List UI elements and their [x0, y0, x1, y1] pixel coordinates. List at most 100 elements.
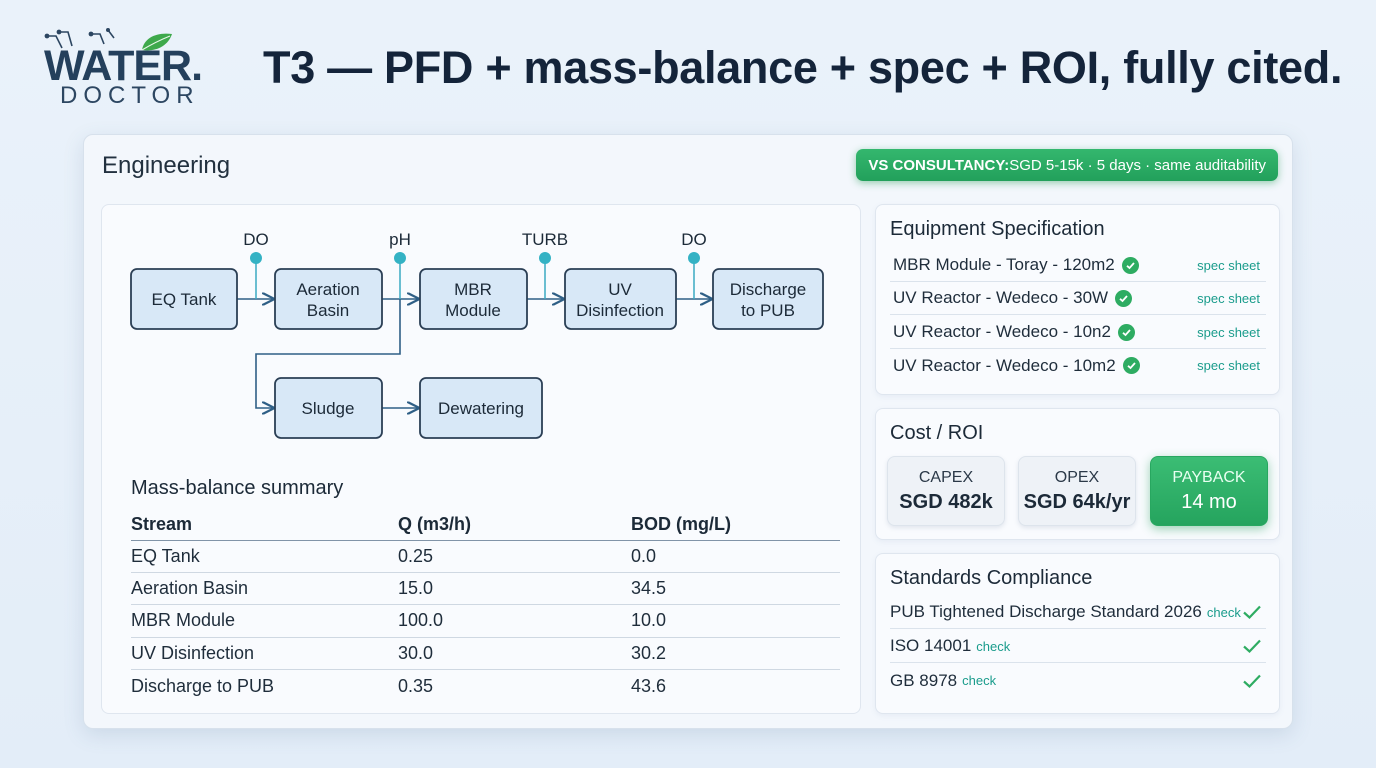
table-row: Discharge to PUB 0.35 43.6: [131, 670, 840, 702]
check-circle-icon: [1121, 256, 1139, 274]
logo-wordmark: WATER.: [44, 42, 203, 90]
capex-kpi: CAPEX SGD 482k: [887, 456, 1005, 526]
column-header: Q (m3/h): [398, 510, 631, 541]
equipment-item: UV Reactor - Wedeco - 10m2 spec sheet: [890, 349, 1266, 382]
column-header: Stream: [131, 510, 398, 541]
node-label: MBR: [454, 280, 492, 299]
pfd-panel: DO pH TURB DO EQ Tank Aeration Basin MBR…: [101, 204, 861, 714]
node-label: EQ Tank: [152, 290, 217, 309]
standard-item: PUB Tightened Discharge Standard 2026 ch…: [890, 596, 1266, 629]
node-label: Module: [445, 301, 501, 320]
circuit-icon: [44, 28, 115, 49]
sludge-return-line: [255, 299, 401, 408]
check-link[interactable]: check: [976, 638, 1011, 654]
table-row: MBR Module 100.0 10.0: [131, 604, 840, 638]
node-label: Dewatering: [438, 399, 524, 418]
node-uv-disinfection[interactable]: [564, 268, 677, 330]
page-headline: T3 — PFD + mass-balance + spec + ROI, fu…: [263, 42, 1343, 93]
table-cell: 15.0: [398, 572, 631, 606]
standards-compliance-card: Standards Compliance PUB Tightened Disch…: [875, 553, 1280, 714]
checkmark-icon: [1243, 674, 1261, 688]
check-circle-icon: [1122, 357, 1140, 374]
table-cell: 0.0: [631, 540, 840, 573]
table-row: UV Disinfection 30.0 30.2: [131, 637, 840, 671]
node-discharge[interactable]: [712, 268, 824, 330]
leaf-icon: [141, 33, 172, 51]
check-link[interactable]: check: [1206, 604, 1241, 620]
table-row: EQ Tank 0.25 0.0: [131, 540, 840, 573]
panel-title: Engineering: [102, 152, 231, 179]
table-cell: EQ Tank: [131, 540, 398, 573]
check-circle-icon: [1117, 323, 1135, 341]
node-label: UV: [608, 280, 632, 299]
table-header-row: Stream Q (m3/h) BOD (mg/L): [131, 510, 840, 541]
checkmark-icon: [1243, 605, 1261, 620]
water-doctor-logo: WATER. DOCTOR: [42, 28, 227, 110]
badge-text: SGD 5-15k · 5 days · same auditability: [1009, 156, 1266, 174]
table-cell: 0.35: [398, 675, 434, 696]
cost-roi-card: Cost / ROI CAPEX SGD 482k OPEX SGD 64k/y…: [875, 408, 1280, 540]
equipment-name: UV Reactor - Wedeco - 30W: [893, 288, 1109, 307]
table-cell: 30.2: [631, 637, 840, 671]
sensor-dot-ph: [394, 252, 406, 264]
spec-sheet-link[interactable]: spec sheet: [1197, 290, 1260, 306]
equipment-name: MBR Module - Toray - 120m2: [893, 255, 1115, 274]
node-eq-tank[interactable]: [130, 268, 238, 330]
standard-name: PUB Tightened Discharge Standard 2026: [890, 602, 1202, 621]
cost-roi-title: Cost / ROI: [890, 422, 984, 444]
node-label: to PUB: [741, 301, 795, 320]
kpi-label: OPEX: [1054, 469, 1100, 486]
node-mbr-module[interactable]: [419, 268, 528, 330]
logo-subtitle: DOCTOR: [60, 82, 200, 109]
payback-kpi: PAYBACK 14 mo: [1150, 456, 1268, 526]
sensor-dot-do-2: [688, 252, 700, 264]
opex-kpi: OPEX SGD 64k/yr: [1018, 456, 1136, 526]
process-flow-diagram: DO pH TURB DO EQ Tank Aeration Basin MBR…: [130, 230, 824, 439]
kpi-label: CAPEX: [918, 469, 974, 486]
checkmark-icon: [1243, 639, 1261, 654]
kpi-value: 14 mo: [1181, 491, 1237, 513]
check-link[interactable]: check: [962, 673, 997, 688]
badge-prefix: VS CONSULTANCY:: [868, 156, 1010, 174]
table-cell: 100.0: [398, 604, 631, 638]
node-label: Disinfection: [576, 301, 664, 320]
sensor-label-do-2: DO: [681, 230, 707, 249]
standard-name: GB 8978: [890, 670, 958, 690]
table-cell: 34.5: [631, 572, 840, 606]
standard-name: ISO 14001: [890, 636, 972, 655]
table-cell: 30.0: [398, 637, 631, 671]
sensor-label-do: DO: [243, 230, 269, 249]
equipment-name: UV Reactor - Wedeco - 10n2: [893, 322, 1111, 341]
node-aeration-basin[interactable]: [274, 268, 383, 330]
equipment-name: UV Reactor - Wedeco - 10m2: [893, 355, 1116, 375]
sensor-dot-do: [250, 252, 262, 264]
table-cell: MBR Module: [131, 604, 398, 638]
standard-item: ISO 14001 check: [890, 630, 1266, 663]
kpi-value: SGD 64k/yr: [1023, 491, 1131, 513]
table-cell: Aeration Basin: [131, 572, 398, 606]
node-label: Discharge: [730, 280, 807, 299]
node-dewatering[interactable]: [419, 377, 543, 439]
sensor-dot-turb: [539, 252, 551, 264]
consultancy-comparison-badge: VS CONSULTANCY: SGD 5-15k · 5 days · sam…: [856, 149, 1278, 181]
mass-balance-table: Stream Q (m3/h) BOD (mg/L) EQ Tank 0.25 …: [131, 510, 840, 702]
equipment-item: UV Reactor - Wedeco - 10n2 spec sheet: [890, 316, 1266, 349]
equipment-item: UV Reactor - Wedeco - 30W spec sheet: [890, 282, 1266, 315]
spec-sheet-link[interactable]: spec sheet: [1197, 358, 1260, 373]
equipment-spec-card: Equipment Specification MBR Module - Tor…: [875, 204, 1280, 395]
spec-sheet-link[interactable]: spec sheet: [1197, 257, 1260, 273]
table-row: Aeration Basin 15.0 34.5: [131, 572, 840, 606]
engineering-panel: Engineering VS CONSULTANCY: SGD 5-15k · …: [83, 134, 1293, 729]
node-label: Aeration: [296, 280, 359, 299]
node-label: Basin: [307, 301, 350, 320]
table-cell: 0.25: [398, 540, 631, 573]
kpi-label: PAYBACK: [1172, 469, 1246, 486]
sensor-label-ph: pH: [389, 230, 411, 249]
table-cell: 10.0: [631, 604, 840, 638]
check-circle-icon: [1115, 289, 1133, 307]
sensor-label-turb: TURB: [522, 230, 568, 249]
column-header: BOD (mg/L): [631, 510, 840, 541]
mass-balance-title: Mass-balance summary: [131, 477, 344, 499]
spec-sheet-link[interactable]: spec sheet: [1197, 324, 1260, 340]
node-sludge[interactable]: [274, 377, 383, 439]
